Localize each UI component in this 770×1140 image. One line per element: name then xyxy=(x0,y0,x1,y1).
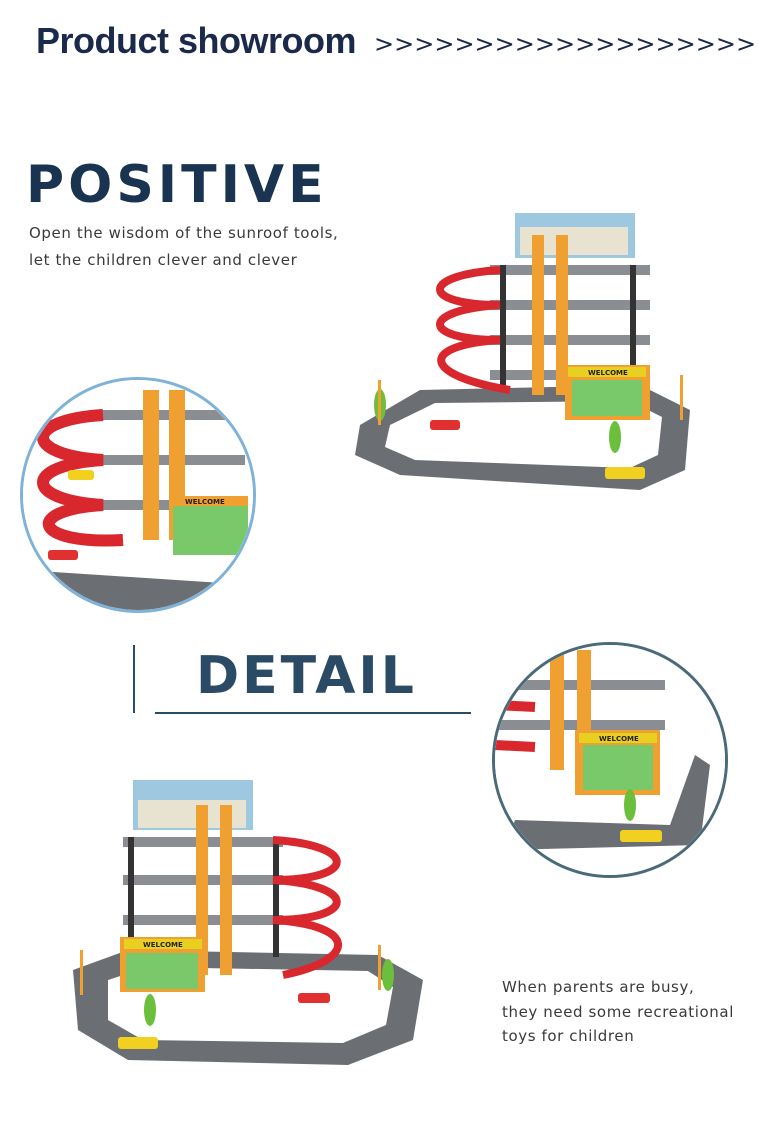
welcome-sign-2: WELCOME xyxy=(185,498,225,506)
detail-vertical-bar xyxy=(133,645,135,713)
detail-heading: DETAIL xyxy=(196,646,417,706)
detail-underline xyxy=(155,712,471,714)
positive-line-1: Open the wisdom of the sunroof tools, xyxy=(29,224,339,242)
parents-line-1: When parents are busy, xyxy=(502,978,695,996)
parents-description: When parents are busy, they need some re… xyxy=(502,975,734,1049)
header-arrows: >>>>>>>>>>>>>>>>>>> xyxy=(374,30,757,58)
welcome-sign-3: WELCOME xyxy=(599,735,639,743)
positive-line-2: let the children clever and clever xyxy=(29,251,298,269)
detail-circle-welcome-station: WELCOME xyxy=(492,642,728,878)
toy-parking-garage-image-2: WELCOME xyxy=(68,775,428,1075)
toy-garage-illustration-2: WELCOME xyxy=(73,780,423,1065)
spiral-ramp-zoom: WELCOME xyxy=(23,380,253,610)
toy-garage-illustration: WELCOME xyxy=(355,213,690,490)
parents-line-3: toys for children xyxy=(502,1027,635,1045)
detail-circle-spiral-ramp: WELCOME xyxy=(20,377,256,613)
welcome-sign-1: WELCOME xyxy=(588,369,628,377)
toy-parking-garage-image-1: WELCOME xyxy=(340,205,705,495)
parents-line-2: they need some recreational xyxy=(502,1002,734,1021)
welcome-station-zoom: WELCOME xyxy=(495,645,725,875)
positive-heading: POSITIVE xyxy=(26,155,328,215)
positive-description: Open the wisdom of the sunroof tools, le… xyxy=(29,220,338,274)
welcome-sign-4: WELCOME xyxy=(143,941,183,949)
page-title: Product showroom xyxy=(36,20,357,61)
